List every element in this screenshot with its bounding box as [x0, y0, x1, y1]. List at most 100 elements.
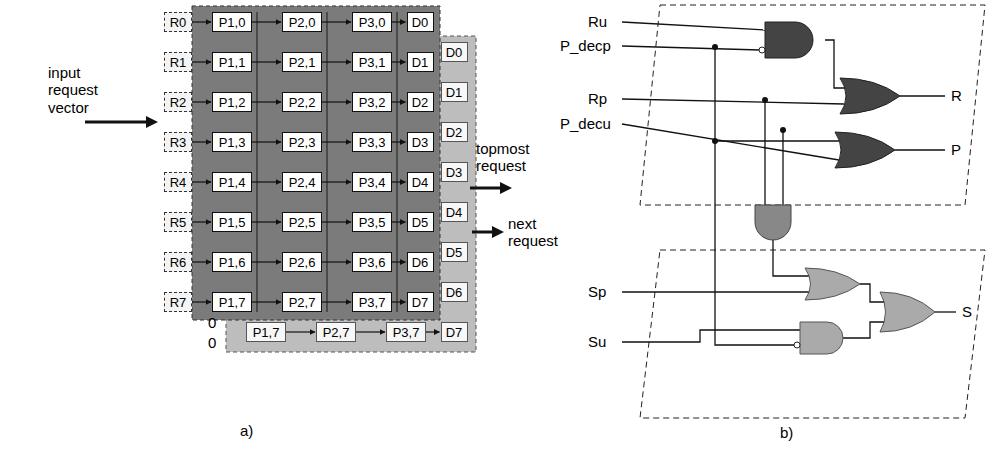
cell-label: P1,4 [219, 175, 246, 190]
cell-label: D2 [446, 125, 463, 140]
priority-cell: P1,6 [212, 252, 252, 272]
cell-label: P3,0 [359, 15, 386, 30]
request-wire [392, 301, 406, 302]
or-gate [835, 132, 895, 168]
priority-cell: P3,3 [352, 132, 392, 152]
decision-cell: D6 [441, 282, 468, 302]
request-box: R3 [164, 132, 192, 152]
request-wire [252, 301, 281, 302]
request-wire [252, 21, 281, 22]
request-wire [252, 141, 281, 142]
request-box: R5 [164, 212, 192, 232]
cell-label: P1,7 [253, 325, 280, 340]
request-wire [286, 331, 315, 332]
request-box: R2 [164, 92, 192, 112]
cell-label: P2,7 [289, 295, 316, 310]
request-wire [392, 261, 406, 262]
cell-label: D6 [446, 285, 463, 300]
signal-name: P_decp [560, 37, 611, 54]
priority-cell: P1,2 [212, 92, 252, 112]
or-gate [840, 78, 900, 114]
decision-cell: D4 [407, 172, 434, 192]
priority-cell: P3,4 [352, 172, 392, 192]
request-wire [356, 331, 385, 332]
priority-cell: P1,1 [212, 52, 252, 72]
cell-label: P3,6 [359, 255, 386, 270]
cell-label: P1,5 [219, 215, 246, 230]
cell-label: P2,6 [289, 255, 316, 270]
inverter-bubble [794, 342, 800, 348]
request-box: R6 [164, 252, 192, 272]
panel-label: a) [240, 422, 253, 439]
cell-label: D0 [412, 15, 429, 30]
or-gate [805, 268, 860, 300]
decision-cell: D3 [441, 162, 468, 182]
request-wire [252, 221, 281, 222]
io-label: topmost request [476, 140, 540, 175]
request-wire [192, 21, 211, 22]
request-wire [392, 101, 406, 102]
request-wire [392, 141, 406, 142]
cell-label: D7 [412, 295, 429, 310]
cell-label: R3 [170, 135, 187, 150]
cell-label: P3,7 [359, 295, 386, 310]
request-wire [192, 141, 211, 142]
priority-cell: P2,7 [316, 322, 356, 342]
flow-arrows [85, 116, 512, 238]
request-wire [322, 141, 351, 142]
cell-label: P2,1 [289, 55, 316, 70]
decision-cell: D2 [407, 92, 434, 112]
cell-label: D6 [412, 255, 429, 270]
request-wire [192, 101, 211, 102]
and-gate [755, 205, 791, 240]
request-wire [322, 61, 351, 62]
decision-cell: D1 [441, 82, 468, 102]
signal-name: Su [588, 333, 606, 350]
cell-label: R7 [170, 295, 187, 310]
cell-label: D5 [412, 215, 429, 230]
cell-label: P2,0 [289, 15, 316, 30]
request-box: R4 [164, 172, 192, 192]
cell-label: P1,3 [219, 135, 246, 150]
cell-label: R6 [170, 255, 187, 270]
cell-label: P3,1 [359, 55, 386, 70]
cell-label: D3 [412, 135, 429, 150]
priority-cell: P3,1 [352, 52, 392, 72]
request-wire [322, 261, 351, 262]
cell-label: P3,3 [359, 135, 386, 150]
priority-cell: P3,5 [352, 212, 392, 232]
request-wire [392, 61, 406, 62]
decision-cell: D1 [407, 52, 434, 72]
decision-cell: D4 [441, 202, 468, 222]
priority-cell: P2,6 [282, 252, 322, 272]
cell-label: P2,2 [289, 95, 316, 110]
priority-cell: P1,7 [246, 322, 286, 342]
priority-cell: P1,4 [212, 172, 252, 192]
signal-name: S [962, 303, 972, 320]
priority-cell: P2,3 [282, 132, 322, 152]
cell-label: P1,0 [219, 15, 246, 30]
cell-label: P3,4 [359, 175, 386, 190]
request-box: R1 [164, 52, 192, 72]
decision-cell: D2 [441, 122, 468, 142]
priority-cell: P2,2 [282, 92, 322, 112]
signal-name: Ru [588, 13, 607, 30]
lower-plane [640, 250, 985, 418]
priority-cell: P1,5 [212, 212, 252, 232]
signal-name: Rp [588, 90, 607, 107]
cell-label: P2,7 [323, 325, 350, 340]
constant-input: 0 [208, 334, 216, 351]
decision-cell: D0 [441, 42, 468, 62]
request-wire [252, 181, 281, 182]
carry-wires [257, 12, 397, 312]
request-wire [192, 61, 211, 62]
request-wire [192, 261, 211, 262]
cell-label: R2 [170, 95, 187, 110]
request-wire [252, 261, 281, 262]
request-box: R0 [164, 12, 192, 32]
decision-cell: D7 [407, 292, 434, 312]
signal-name: Sp [588, 283, 606, 300]
cell-label: P1,1 [219, 55, 246, 70]
